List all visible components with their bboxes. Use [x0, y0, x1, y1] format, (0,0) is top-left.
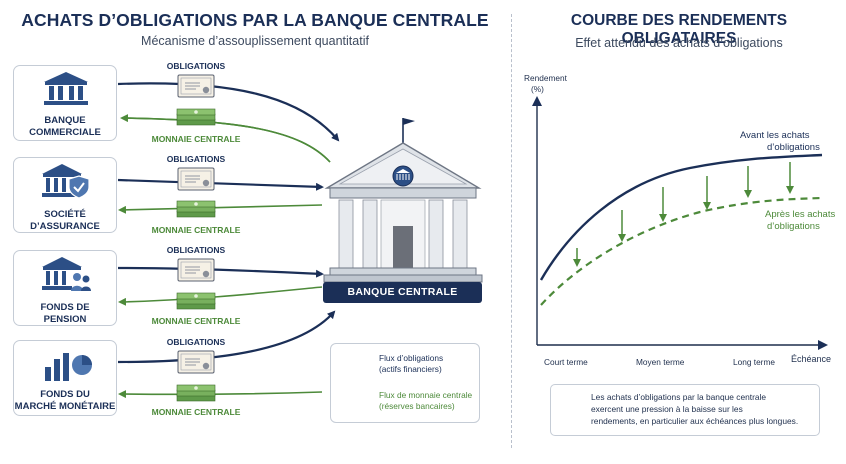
before-curve-label-line1: Avant les achats [740, 130, 810, 141]
bond-flow-arrow-3 [117, 266, 324, 278]
money-flow-label-4: MONNAIE CENTRALE [151, 407, 241, 417]
before-curve-label-line2: d’obligations [767, 142, 820, 153]
institution-box-pension-fund: FONDS DE PENSION [13, 250, 117, 326]
x-tick-medium-term: Moyen terme [636, 357, 685, 367]
panel-divider [511, 14, 512, 448]
money-stack-icon-3 [176, 292, 216, 310]
institution-label-line1: BANQUE [44, 115, 86, 126]
bond-flow-arrow-4 [117, 310, 336, 364]
insurance-icon [42, 164, 90, 199]
money-flow-arrow-4 [118, 390, 323, 399]
legend-bond-line1: Flux d’obligations [379, 353, 444, 363]
institution-label-line1: FONDS DE [40, 302, 90, 313]
x-tick-short-term: Court terme [544, 357, 588, 367]
bond-certificate-icon-2 [177, 167, 215, 191]
yield-note-text: Les achats d’obligations par la banque c… [591, 391, 815, 427]
bank-icon [44, 72, 88, 105]
y-axis-label-line2: (%) [531, 84, 544, 94]
money-stack-icon-2 [176, 200, 216, 218]
bond-certificate-icon-3 [177, 258, 215, 282]
curve-after-purchases [540, 196, 823, 306]
institution-label-line2: D’ASSURANCE [30, 221, 100, 232]
money-market-fund-icon [45, 353, 92, 381]
institution-label-line1: FONDS DU [40, 389, 90, 400]
institution-label-line2: MARCHÉ MONÉTAIRE [14, 401, 116, 412]
right-panel-subtitle: Effet attendu des achats d’obligations [575, 36, 783, 50]
institution-label-line1: SOCIÉTÉ [44, 209, 86, 220]
bond-flow-arrow-1 [117, 82, 340, 142]
institution-box-commercial-bank: BANQUE COMMERCIALE [13, 65, 117, 141]
money-flow-label-1: MONNAIE CENTRALE [151, 134, 241, 144]
bond-flow-arrow-2 [117, 178, 324, 191]
yield-curve-chart [532, 96, 828, 350]
pension-fund-icon [42, 257, 91, 291]
y-axis-label-line1: Rendement [524, 73, 567, 83]
money-stack-icon-1 [176, 108, 216, 126]
bond-certificate-icon-1 [177, 74, 215, 98]
institution-box-insurance: SOCIÉTÉ D’ASSURANCE [13, 157, 117, 233]
central-bank-building-icon [323, 118, 483, 283]
institution-label-line2: COMMERCIALE [29, 127, 101, 138]
x-tick-long-term: Long terme [733, 357, 775, 367]
note-line3: rendements, en particulier aux échéances… [591, 416, 799, 426]
money-flow-arrow-2 [118, 204, 323, 214]
money-flow-arrow-3 [118, 286, 323, 306]
note-line1: Les achats d’obligations par la banque c… [591, 392, 767, 402]
money-flow-label-3: MONNAIE CENTRALE [151, 316, 241, 326]
curve-before-purchases [539, 153, 823, 281]
legend-money-line2: (réserves bancaires) [379, 401, 455, 411]
after-curve-label-line2: d’obligations [767, 221, 820, 232]
yield-note-box: Les achats d’obligations par la banque c… [550, 384, 820, 436]
central-bank-label: BANQUE CENTRALE [323, 282, 482, 303]
bond-certificate-icon-4 [177, 350, 215, 374]
x-axis-label: Échéance [791, 354, 832, 364]
institution-box-money-market-fund: FONDS DU MARCHÉ MONÉTAIRE [13, 340, 117, 416]
institution-label-line2: PENSION [43, 314, 87, 325]
left-panel-title: ACHATS D’OBLIGATIONS PAR LA BANQUE CENTR… [21, 10, 489, 30]
legend-money-line1: Flux de monnaie centrale [379, 390, 473, 400]
legend-bond-line2: (actifs financiers) [379, 364, 442, 374]
legend: Flux d’obligations (actifs financiers) F… [330, 343, 480, 423]
left-panel-subtitle: Mécanisme d’assouplissement quantitatif [141, 34, 369, 48]
bond-flow-label-4: OBLIGATIONS [166, 337, 226, 347]
bond-flow-label-2: OBLIGATIONS [166, 154, 226, 164]
money-flow-label-2: MONNAIE CENTRALE [151, 225, 241, 235]
right-panel-title: COURBE DES RENDEMENTS OBLIGATAIRES [570, 12, 788, 47]
after-curve-label-line1: Après les achats [765, 209, 836, 220]
bond-flow-label-3: OBLIGATIONS [166, 245, 226, 255]
note-line2: exercent une pression à la baisse sur le… [591, 404, 743, 414]
money-stack-icon-4 [176, 384, 216, 402]
bond-flow-label-1: OBLIGATIONS [166, 61, 226, 71]
